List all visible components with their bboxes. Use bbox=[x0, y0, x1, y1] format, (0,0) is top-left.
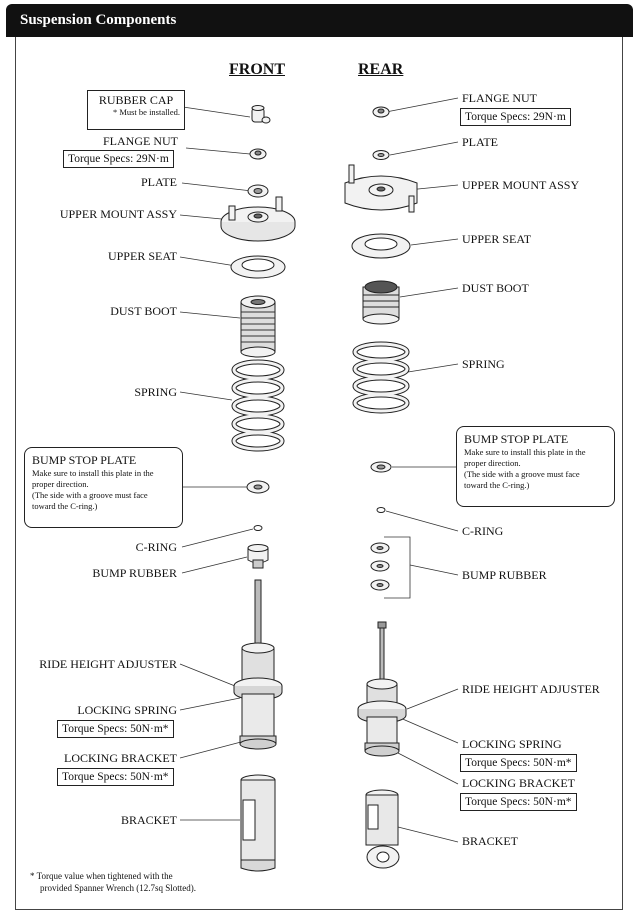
front-bump-stop-plate-note: BUMP STOP PLATE Make sure to install thi… bbox=[24, 447, 183, 528]
front-plate-label: PLATE bbox=[141, 175, 177, 189]
front-c-ring bbox=[253, 525, 263, 531]
footnote-line2: provided Spanner Wrench (12.7sq Slotted)… bbox=[40, 883, 196, 893]
front-bump-rubber-label: BUMP RUBBER bbox=[92, 566, 177, 580]
rear-bump-stop-plate-line1: Make sure to install this plate in the bbox=[464, 447, 586, 457]
rear-shock-absorber bbox=[357, 621, 407, 757]
rear-locking-bracket-torque: Torque Specs: 50N·m* bbox=[460, 793, 577, 811]
rear-spring-inner bbox=[353, 342, 409, 413]
rear-plate bbox=[372, 150, 390, 160]
front-spring-label: SPRING bbox=[134, 385, 177, 399]
front-upper-seat bbox=[230, 255, 286, 279]
rear-bump-stop-plate bbox=[370, 461, 392, 473]
front-locking-spring-label: LOCKING SPRING bbox=[77, 703, 177, 717]
front-shock-absorber bbox=[233, 579, 283, 750]
front-flange-nut bbox=[249, 148, 267, 160]
rear-c-ring bbox=[376, 507, 386, 513]
footnote-line1: * Torque value when tightened with the bbox=[30, 871, 173, 881]
rear-flange-nut-label: FLANGE NUT bbox=[462, 91, 537, 105]
front-bump-stop-plate-line1: Make sure to install this plate in the bbox=[32, 468, 154, 478]
rear-bump-rubber-label: BUMP RUBBER bbox=[462, 568, 547, 582]
front-locking-spring-torque: Torque Specs: 50N·m* bbox=[57, 720, 174, 738]
front-flange-nut-torque: Torque Specs: 29N·m bbox=[63, 150, 174, 168]
front-spring-inner bbox=[232, 360, 284, 451]
front-upper-mount-label: UPPER MOUNT ASSY bbox=[59, 207, 177, 221]
front-upper-mount bbox=[220, 196, 296, 242]
rear-upper-seat-label: UPPER SEAT bbox=[462, 232, 532, 246]
front-bracket bbox=[240, 774, 276, 872]
rear-bump-stop-plate-line3: (The side with a groove must face bbox=[464, 469, 580, 479]
rear-bump-stop-plate-note: BUMP STOP PLATE Make sure to install thi… bbox=[456, 426, 615, 507]
rear-spring-label: SPRING bbox=[462, 357, 505, 371]
front-bump-rubber bbox=[247, 544, 269, 569]
front-rubber-cap-note: * Must be installed. bbox=[112, 107, 180, 117]
front-heading: FRONT bbox=[229, 61, 285, 78]
rear-upper-seat bbox=[351, 233, 411, 259]
front-bump-stop-plate-line4: toward the C-ring.) bbox=[32, 501, 98, 511]
page-title: Suspension Components bbox=[20, 12, 177, 28]
front-rubber-cap-box: RUBBER CAP * Must be installed. bbox=[87, 90, 185, 130]
rear-flange-nut bbox=[372, 106, 390, 118]
front-plate bbox=[247, 184, 269, 198]
rear-bump-stop-plate-line2: proper direction. bbox=[464, 458, 521, 468]
rear-upper-mount-label: UPPER MOUNT ASSY bbox=[462, 178, 580, 192]
rear-upper-mount bbox=[344, 164, 418, 213]
rear-dust-boot bbox=[362, 280, 400, 325]
rear-locking-bracket-label: LOCKING BRACKET bbox=[462, 776, 575, 790]
front-bump-stop-plate-line2: proper direction. bbox=[32, 479, 89, 489]
rear-flange-nut-torque: Torque Specs: 29N·m bbox=[460, 108, 571, 126]
rear-locking-spring-torque: Torque Specs: 50N·m* bbox=[460, 754, 577, 772]
rear-bracket-label: BRACKET bbox=[462, 834, 519, 848]
front-dust-boot-label: DUST BOOT bbox=[110, 304, 177, 318]
rear-c-ring-label: C-RING bbox=[462, 524, 504, 538]
leader-lines bbox=[179, 97, 459, 843]
rear-dust-boot-label: DUST BOOT bbox=[462, 281, 529, 295]
page-header: Suspension Components bbox=[6, 4, 633, 37]
front-dust-boot bbox=[240, 295, 276, 358]
front-locking-bracket-torque: Torque Specs: 50N·m* bbox=[57, 768, 174, 786]
front-bump-stop-plate-line3: (The side with a groove must face bbox=[32, 490, 148, 500]
rear-plate-label: PLATE bbox=[462, 135, 498, 149]
front-upper-seat-label: UPPER SEAT bbox=[107, 249, 177, 263]
front-rubber-cap bbox=[251, 105, 271, 124]
rear-bump-stop-plate-line4: toward the C-ring.) bbox=[464, 480, 530, 490]
rear-bump-stop-plate-title: BUMP STOP PLATE bbox=[464, 432, 569, 446]
rear-bump-rubber bbox=[370, 542, 390, 591]
rear-ride-height-label: RIDE HEIGHT ADJUSTER bbox=[462, 682, 600, 696]
front-c-ring-label: C-RING bbox=[135, 540, 177, 554]
front-bracket-label: BRACKET bbox=[120, 813, 177, 827]
front-rubber-cap-label: RUBBER CAP bbox=[98, 93, 174, 107]
front-ride-height-label: RIDE HEIGHT ADJUSTER bbox=[39, 657, 177, 671]
front-locking-bracket-label: LOCKING BRACKET bbox=[64, 751, 177, 765]
front-bump-stop-plate-title: BUMP STOP PLATE bbox=[32, 453, 137, 467]
rear-heading: REAR bbox=[358, 61, 404, 78]
diagram-frame bbox=[15, 37, 623, 910]
rear-bracket bbox=[365, 789, 400, 869]
front-bump-stop-plate bbox=[246, 480, 270, 494]
rear-locking-spring-label: LOCKING SPRING bbox=[462, 737, 562, 751]
front-flange-nut-label: FLANGE NUT bbox=[103, 134, 178, 148]
